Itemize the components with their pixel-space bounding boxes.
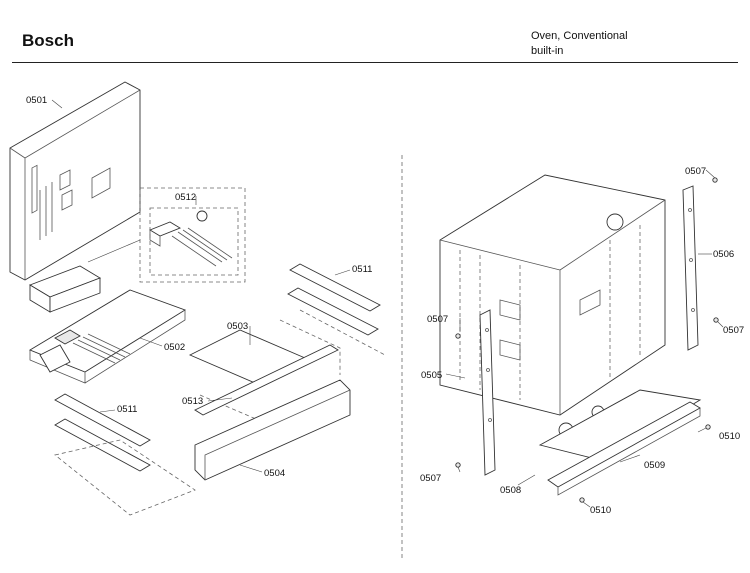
leader-lines (51, 99, 724, 508)
label-0502: 0502 (164, 342, 185, 353)
part-0511-lower-rail[interactable] (54, 393, 196, 516)
part-insulation-block (28, 265, 102, 313)
header-rule (12, 62, 738, 63)
part-0509-front-bar[interactable] (547, 401, 701, 496)
model-subdescription: built-in (531, 45, 564, 57)
label-0512: 0512 (175, 192, 196, 203)
label-0511-upper: 0511 (352, 264, 372, 275)
brand-title: Bosch (22, 31, 74, 50)
label-0511-lower: 0511 (117, 404, 137, 415)
label-0507-right-lower: 0507 (723, 325, 744, 336)
label-0508: 0508 (500, 485, 521, 496)
part-0502-base-plate[interactable] (28, 289, 187, 384)
part-0505-oven-cavity[interactable] (439, 174, 666, 438)
label-0507-left-lower: 0507 (420, 473, 441, 484)
label-0501: 0501 (26, 95, 47, 106)
part-0504-front-trim[interactable] (194, 379, 351, 481)
label-0510-bottom: 0510 (590, 505, 611, 516)
model-description: Oven, Conventional (531, 30, 628, 42)
label-0509: 0509 (644, 460, 665, 471)
screw-icons (455, 177, 719, 503)
part-0501-rear-panel[interactable] (9, 81, 141, 281)
label-0507-right-upper: 0507 (685, 166, 706, 177)
label-0506: 0506 (713, 249, 734, 260)
label-0505: 0505 (421, 370, 442, 381)
label-0504: 0504 (264, 468, 285, 479)
label-0507-left-upper: 0507 (427, 314, 448, 325)
part-0511-upper-rail[interactable] (287, 263, 386, 356)
label-0510-right: 0510 (719, 431, 740, 442)
part-0512-wiring-kit[interactable] (139, 187, 246, 283)
part-0505-side-rail[interactable] (479, 309, 496, 476)
part-0508-bottom-sheet[interactable] (538, 389, 702, 461)
label-0513: 0513 (182, 396, 203, 407)
part-0513-bar[interactable] (194, 344, 339, 416)
part-0506-side-rail[interactable] (682, 185, 699, 351)
label-0503: 0503 (227, 321, 248, 332)
